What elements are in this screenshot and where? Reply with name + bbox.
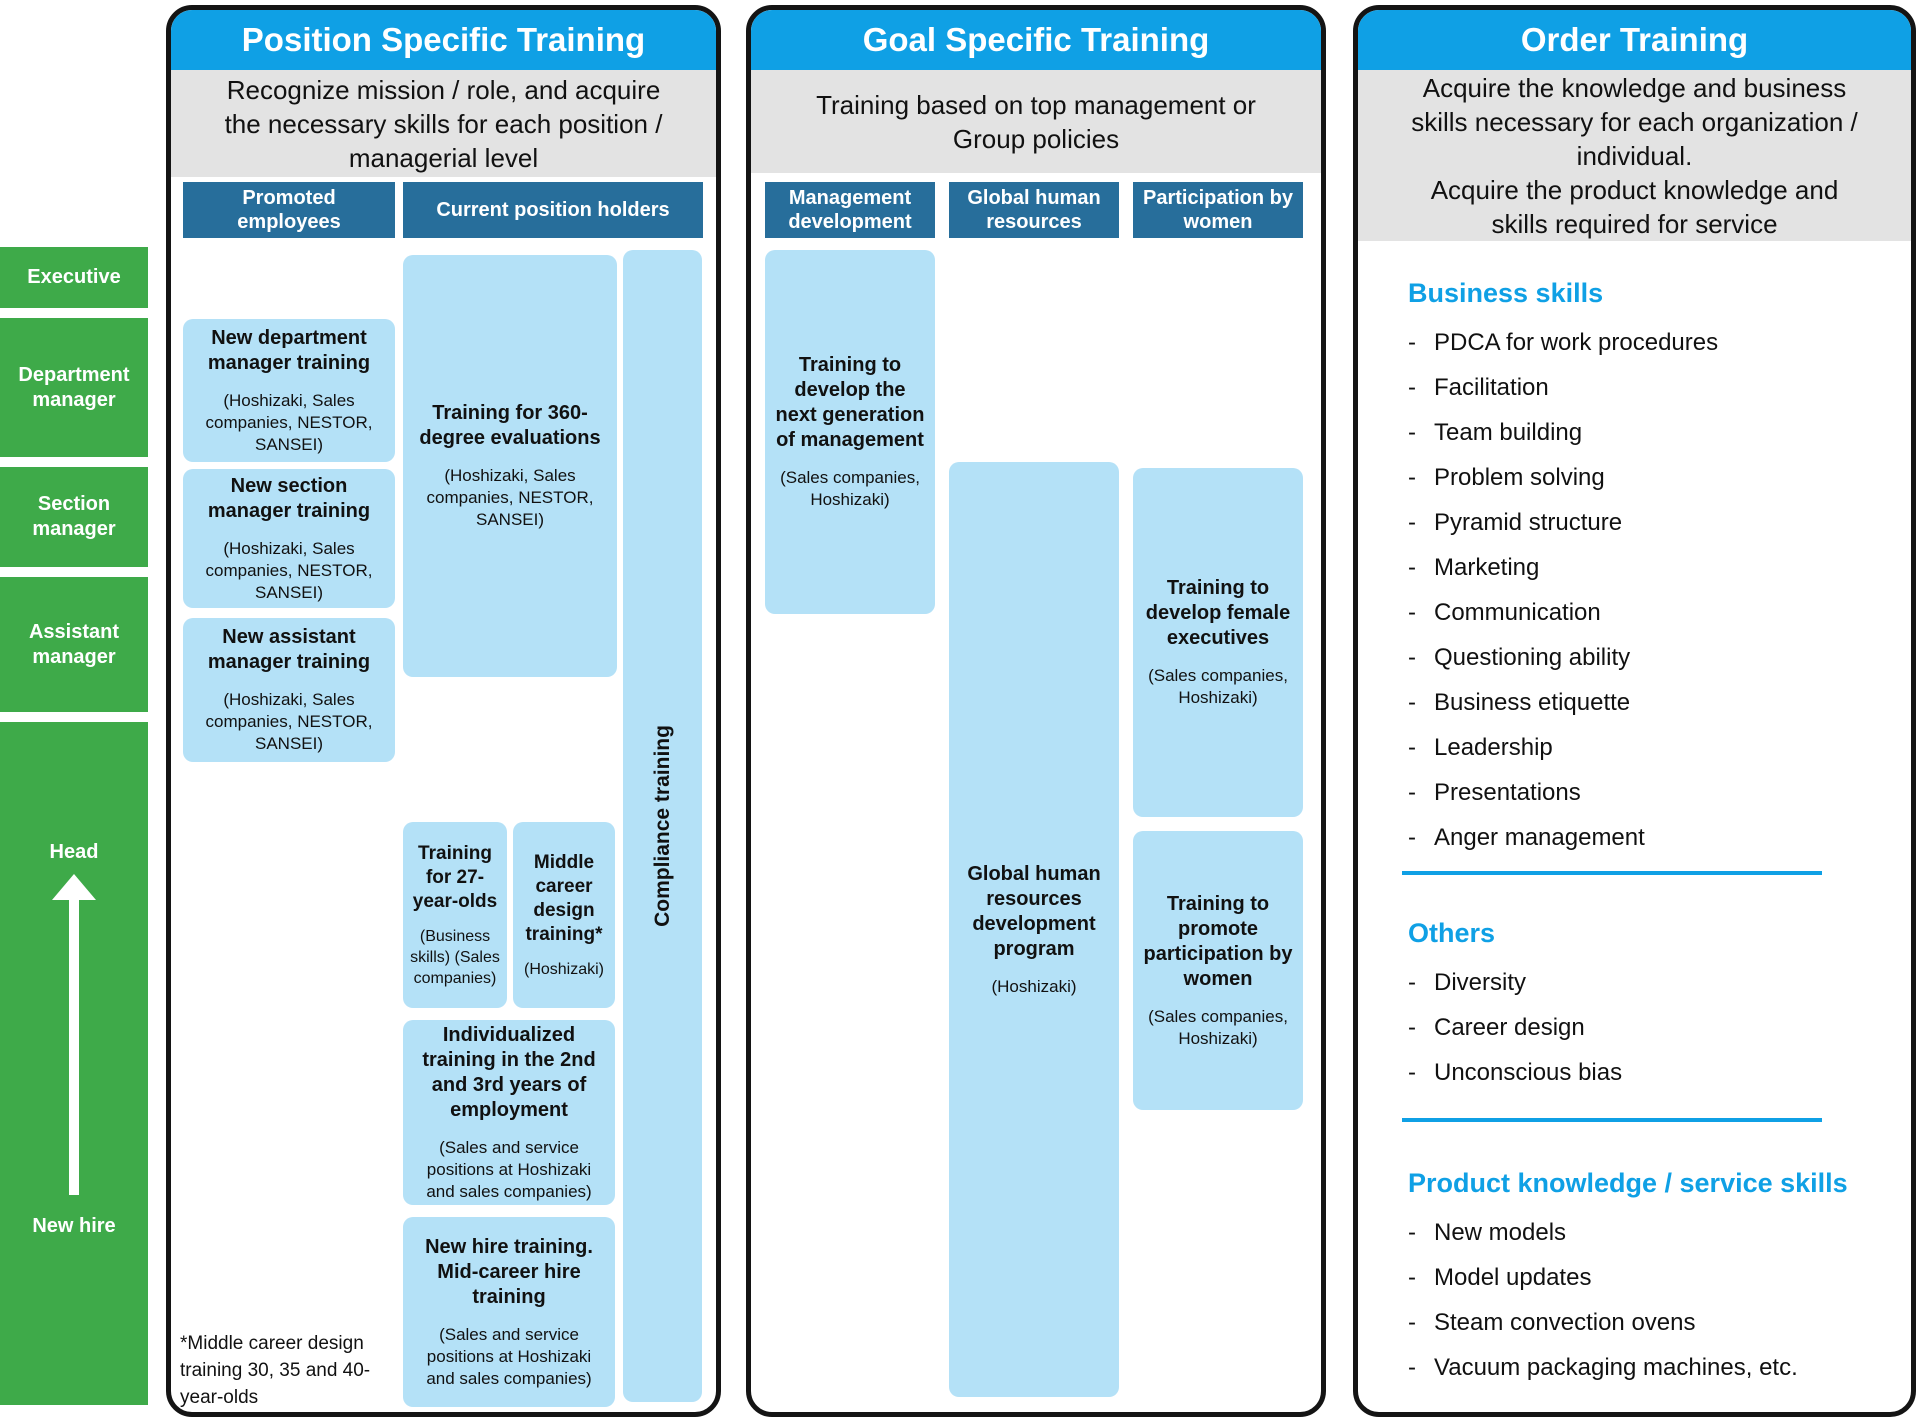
up-arrow-shaft [69,898,79,1195]
order-panel-description: Acquire the knowledge and business skill… [1358,70,1911,241]
list-item: Business etiquette [1408,680,1913,725]
box-next-generation-management-training: Training to develop the next generation … [765,250,935,614]
goal-panel-title: Goal Specific Training [751,10,1321,70]
box-compliance-training: Compliance training [623,250,702,1402]
column-header-promoted-employees: Promoted employees [183,182,395,238]
box-new-section-manager-training: New section manager training (Hoshizaki,… [183,469,395,608]
section-business-skills: Business skills PDCA for work procedures… [1408,276,1913,860]
list-item: Diversity [1408,960,1913,1005]
list-item: Marketing [1408,545,1913,590]
box-develop-female-executives-training: Training to develop female executives (S… [1133,468,1303,817]
goal-panel-description: Training based on top management or Grou… [751,70,1321,173]
list-item: Model updates [1408,1255,1913,1300]
column-header-current-position-holders: Current position holders [403,182,703,238]
middle-career-footnote: *Middle career design training 30, 35 an… [180,1333,371,1408]
order-panel-title: Order Training [1358,10,1911,70]
list-item: Leadership [1408,725,1913,770]
list-item: Presentations [1408,770,1913,815]
list-item: Pyramid structure [1408,500,1913,545]
column-header-global-human-resources: Global human resources [949,182,1119,238]
business-skills-list: PDCA for work procedures Facilitation Te… [1408,320,1913,860]
box-individualized-training: Individualized training in the 2nd and 3… [403,1020,615,1205]
position-panel-description: Recognize mission / role, and acquire th… [171,70,716,177]
column-header-participation-by-women: Participation by women [1133,182,1303,238]
section-divider [1402,871,1822,875]
list-item: PDCA for work procedures [1408,320,1913,365]
business-skills-heading: Business skills [1408,278,1604,308]
product-knowledge-heading: Product knowledge / service skills [1408,1168,1848,1198]
up-arrow-icon [52,874,96,900]
level-section-manager: Section manager [0,467,148,567]
section-divider [1402,1118,1822,1122]
list-item: New models [1408,1210,1913,1255]
level-head-newhire: Head New hire [0,722,148,1405]
list-item: Unconscious bias [1408,1050,1913,1095]
section-product-knowledge: Product knowledge / service skills New m… [1408,1166,1913,1390]
others-heading: Others [1408,918,1496,948]
list-item: Communication [1408,590,1913,635]
list-item: Problem solving [1408,455,1913,500]
level-department-manager: Department manager [0,318,148,457]
list-item: Vacuum packaging machines, etc. [1408,1345,1913,1390]
box-new-assistant-manager-training: New assistant manager training (Hoshizak… [183,618,395,762]
others-list: Diversity Career design Unconscious bias [1408,960,1913,1095]
list-item: Team building [1408,410,1913,455]
box-training-for-27-year-olds: Training for 27-year-olds (Business skil… [403,822,507,1008]
box-promote-participation-by-women-training: Training to promote participation by wom… [1133,831,1303,1110]
product-knowledge-list: New models Model updates Steam convectio… [1408,1210,1913,1390]
list-item: Facilitation [1408,365,1913,410]
box-middle-career-design-training: Middle career design training* (Hoshizak… [513,822,615,1008]
head-label: Head [49,841,99,863]
level-assistant-manager: Assistant manager [0,577,148,712]
box-new-department-manager-training: New department manager training (Hoshiza… [183,319,395,462]
box-new-hire-training: New hire training. Mid-career hire train… [403,1217,615,1407]
new-hire-label: New hire [32,1215,116,1237]
level-executive: Executive [0,247,148,308]
box-360-degree-evaluations-training: Training for 360-degree evaluations (Hos… [403,255,617,677]
section-others: Others Diversity Career design Unconscio… [1408,916,1913,1095]
column-header-management-development: Management development [765,182,935,238]
list-item: Anger management [1408,815,1913,860]
position-panel-title: Position Specific Training [171,10,716,70]
box-global-hr-development-program: Global human resources development progr… [949,462,1119,1397]
list-item: Steam convection ovens [1408,1300,1913,1345]
list-item: Career design [1408,1005,1913,1050]
list-item: Questioning ability [1408,635,1913,680]
